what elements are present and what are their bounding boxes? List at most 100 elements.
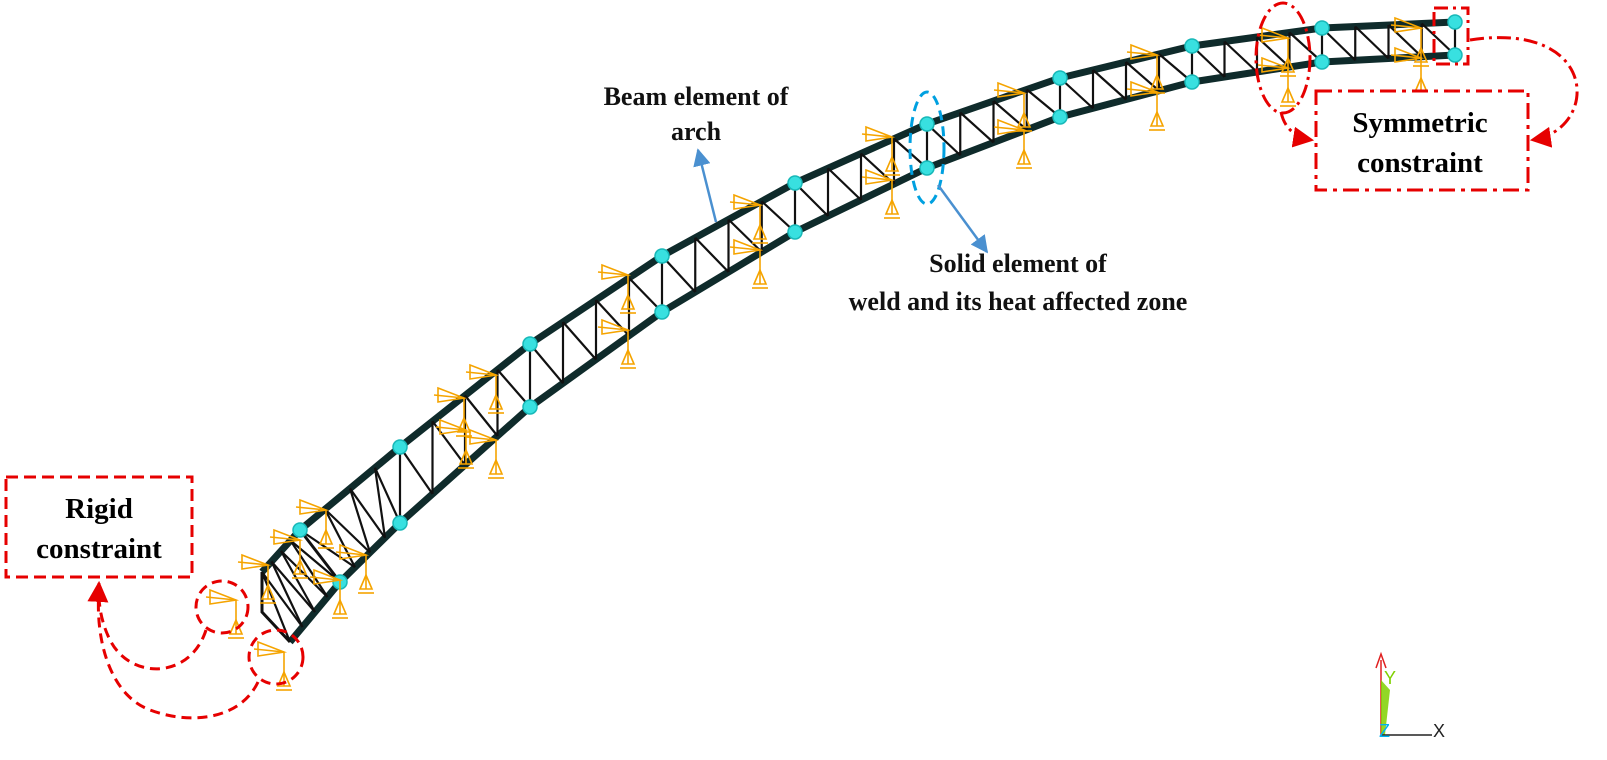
- truss-diagonal: [694, 236, 730, 273]
- support-arrow-icon: [993, 81, 1032, 132]
- solid-arrow: [936, 184, 989, 254]
- beam-label-line1: Beam element of: [604, 82, 789, 111]
- truss-diagonal: [959, 111, 995, 144]
- weld-node: [392, 515, 408, 531]
- truss-diagonal: [1387, 24, 1423, 58]
- truss-vertical: [289, 539, 329, 598]
- support-arrow-icon: [1126, 80, 1165, 131]
- truss-vertical: [270, 561, 304, 628]
- axis-triad-icon: Y Z X: [1375, 651, 1445, 741]
- weld-node: [1184, 38, 1200, 54]
- support-arrow-icon: [295, 498, 334, 549]
- beam-callout: Beam element of arch: [604, 82, 789, 223]
- solid-label-line1: Solid element of: [929, 249, 1107, 278]
- truss-diagonal: [1354, 25, 1390, 60]
- symmetric-callout: Symmetric constraint: [1254, 1, 1579, 192]
- truss-diagonal: [992, 100, 1028, 131]
- rigid-label-line1: Rigid: [65, 493, 133, 525]
- support-arrow-icon: [269, 528, 308, 579]
- truss-diagonal: [1223, 40, 1258, 73]
- weld-node: [1447, 14, 1463, 30]
- truss-diagonal: [324, 508, 371, 554]
- symmetric-label-line1: Symmetric: [1352, 107, 1487, 139]
- axis-z-label: Z: [1379, 721, 1390, 741]
- truss-diagonal: [794, 182, 829, 217]
- support-arrow-icon: [1257, 56, 1296, 107]
- support-arrow-icon: [861, 168, 900, 219]
- symmetric-arrow-right: [1469, 36, 1579, 148]
- weld-node: [392, 439, 408, 455]
- rigid-label-box: [4, 475, 194, 579]
- truss-diagonal: [431, 420, 466, 466]
- axis-x-label: X: [1433, 721, 1445, 741]
- truss-vertical: [280, 550, 316, 613]
- support-arrow-icon: [729, 193, 768, 244]
- beam-label-line2: arch: [671, 117, 722, 146]
- symmetric-label-line2: constraint: [1357, 147, 1483, 179]
- rigid-callout: Rigid constraint: [4, 475, 305, 720]
- truss-diagonal: [727, 218, 763, 253]
- truss-diagonal: [399, 446, 434, 495]
- weld-node: [1184, 74, 1200, 90]
- truss-diagonal: [270, 560, 316, 613]
- weld-node: [1052, 109, 1068, 125]
- truss-diagonal: [496, 369, 531, 408]
- weld-nodes: [292, 14, 1463, 590]
- truss-diagonal: [1125, 61, 1160, 92]
- support-arrow-icon: [435, 418, 474, 469]
- solid-callout: Solid element of weld and its heat affec…: [849, 90, 1188, 316]
- truss-diagonal: [464, 394, 499, 437]
- weld-node: [522, 336, 538, 352]
- weld-node: [1314, 20, 1330, 36]
- truss-diagonal: [529, 343, 564, 384]
- weld-node: [1314, 54, 1330, 70]
- weld-node: [522, 399, 538, 415]
- support-arrow-icon: [465, 363, 504, 414]
- rigid-support-circle-1: [194, 579, 250, 635]
- support-arrow-icon: [465, 428, 504, 479]
- springing-brace: [260, 572, 292, 644]
- truss-vertical: [348, 488, 372, 553]
- truss-diagonal: [373, 467, 402, 524]
- support-arrow-icon: [861, 125, 900, 176]
- truss-diagonal: [661, 255, 697, 293]
- support-arrow-icon: [253, 640, 292, 691]
- truss-diagonal: [628, 277, 663, 313]
- rigid-label-line2: constraint: [36, 533, 162, 565]
- symmetric-end-box: [1432, 6, 1470, 66]
- weld-node: [919, 160, 935, 176]
- lower-chord: [287, 51, 1456, 645]
- beam-arrow: [693, 148, 718, 223]
- symmetric-arrow-left: [1279, 111, 1315, 148]
- truss-vertical: [373, 467, 387, 538]
- support-arrow-icon: [729, 238, 768, 289]
- weld-node: [919, 116, 935, 132]
- truss-diagonal: [562, 321, 597, 361]
- weld-node: [654, 248, 670, 264]
- springing-brace: [298, 529, 342, 583]
- rigid-support-circle-2: [247, 628, 305, 686]
- weld-node: [1052, 70, 1068, 86]
- weld-node: [654, 304, 670, 320]
- weld-highlight-ellipse: [908, 90, 946, 206]
- support-arrow-icon: [335, 543, 374, 594]
- support-arrow-icon: [597, 318, 636, 369]
- support-arrow-icon: [309, 568, 348, 619]
- support-arrow-icon: [237, 553, 276, 604]
- weld-node: [787, 224, 803, 240]
- rigid-arrow-1: [87, 580, 208, 671]
- solid-label-line2: weld and its heat affected zone: [849, 287, 1188, 316]
- support-symbols: [205, 16, 1429, 691]
- weld-node: [292, 522, 308, 538]
- truss-diagonal: [349, 487, 386, 539]
- arch-truss: [259, 18, 1457, 645]
- symmetric-ellipse: [1254, 1, 1312, 115]
- weld-node: [787, 175, 803, 191]
- rigid-arrow-2: [96, 589, 260, 720]
- axis-y-label: Y: [1384, 668, 1396, 688]
- support-arrow-icon: [597, 263, 636, 314]
- truss-diagonal: [1092, 69, 1127, 101]
- symmetric-label-box: [1314, 89, 1530, 192]
